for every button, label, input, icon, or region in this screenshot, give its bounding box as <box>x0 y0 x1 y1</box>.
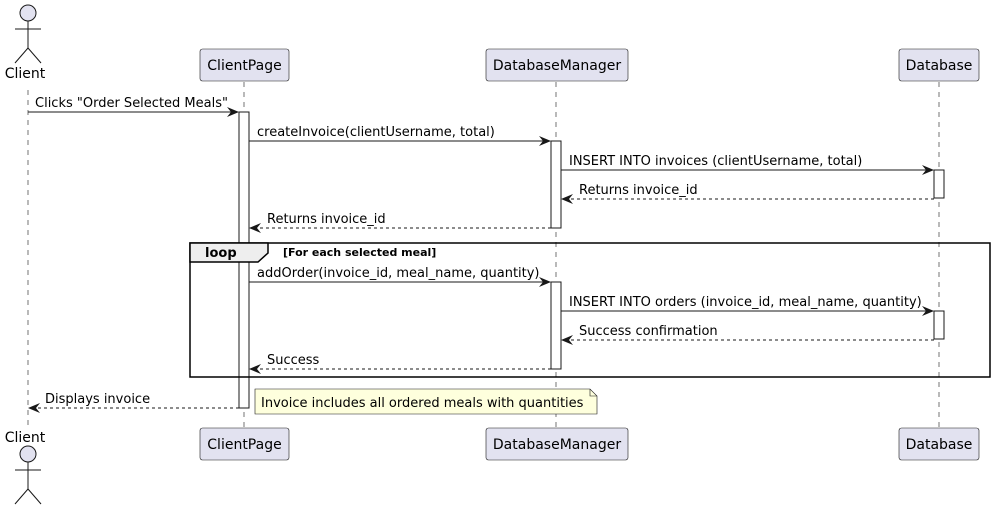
activation-db-manager-1 <box>550 140 562 229</box>
participant-database-manager-label-bottom: DatabaseManager <box>493 437 621 453</box>
messages <box>28 107 934 413</box>
participant-database-manager-label: DatabaseManager <box>493 58 621 74</box>
message-label-6: addOrder(invoice_id, meal_name, quantity… <box>257 266 540 281</box>
message-labels: Clicks "Order Selected Meals" createInvo… <box>35 96 922 407</box>
participant-database-manager-bottom: DatabaseManager <box>485 427 629 461</box>
participant-database-top: Database <box>898 48 980 82</box>
message-label-2: createInvoice(clientUsername, total) <box>257 125 495 140</box>
note-box <box>254 388 598 415</box>
participant-client-page-label-bottom: ClientPage <box>207 437 281 453</box>
participant-database-manager-top: DatabaseManager <box>485 48 629 82</box>
loop-keyword: loop <box>205 246 237 261</box>
participant-client-page-label: ClientPage <box>207 58 281 74</box>
actor-icon <box>14 445 42 505</box>
activation-database-2 <box>933 310 945 340</box>
note-text: Invoice includes all ordered meals with … <box>261 396 584 411</box>
actor-icon <box>14 4 42 64</box>
note-fold <box>589 389 597 397</box>
participant-client-bottom: Client <box>5 430 46 505</box>
participant-database-bottom: Database <box>898 427 980 461</box>
message-label-9: Success <box>267 353 320 368</box>
note: Invoice includes all ordered meals with … <box>254 388 598 415</box>
participant-client-page-top: ClientPage <box>199 48 290 82</box>
participant-client-top: Client <box>5 4 46 82</box>
loop-tab <box>189 242 269 263</box>
loop-frame <box>189 242 991 378</box>
activation-db-manager-2 <box>550 281 562 370</box>
message-label-10: Displays invoice <box>45 392 150 407</box>
message-label-1: Clicks "Order Selected Meals" <box>35 96 228 111</box>
participant-client-label-bottom: Client <box>5 430 46 446</box>
loop-guard: [For each selected meal] <box>283 246 436 259</box>
activation-database-1 <box>933 169 945 199</box>
message-label-5: Returns invoice_id <box>267 212 386 227</box>
message-label-4: Returns invoice_id <box>579 183 698 198</box>
participant-client-page-bottom: ClientPage <box>199 427 290 461</box>
message-label-3: INSERT INTO invoices (clientUsername, to… <box>569 154 862 169</box>
message-label-8: Success confirmation <box>579 324 718 339</box>
participant-database-label: Database <box>906 58 973 74</box>
participant-client-label: Client <box>5 66 46 82</box>
message-label-7: INSERT INTO orders (invoice_id, meal_nam… <box>569 295 922 310</box>
participant-database-label-bottom: Database <box>906 437 973 453</box>
loop-fragment: loop [For each selected meal] <box>189 242 991 378</box>
